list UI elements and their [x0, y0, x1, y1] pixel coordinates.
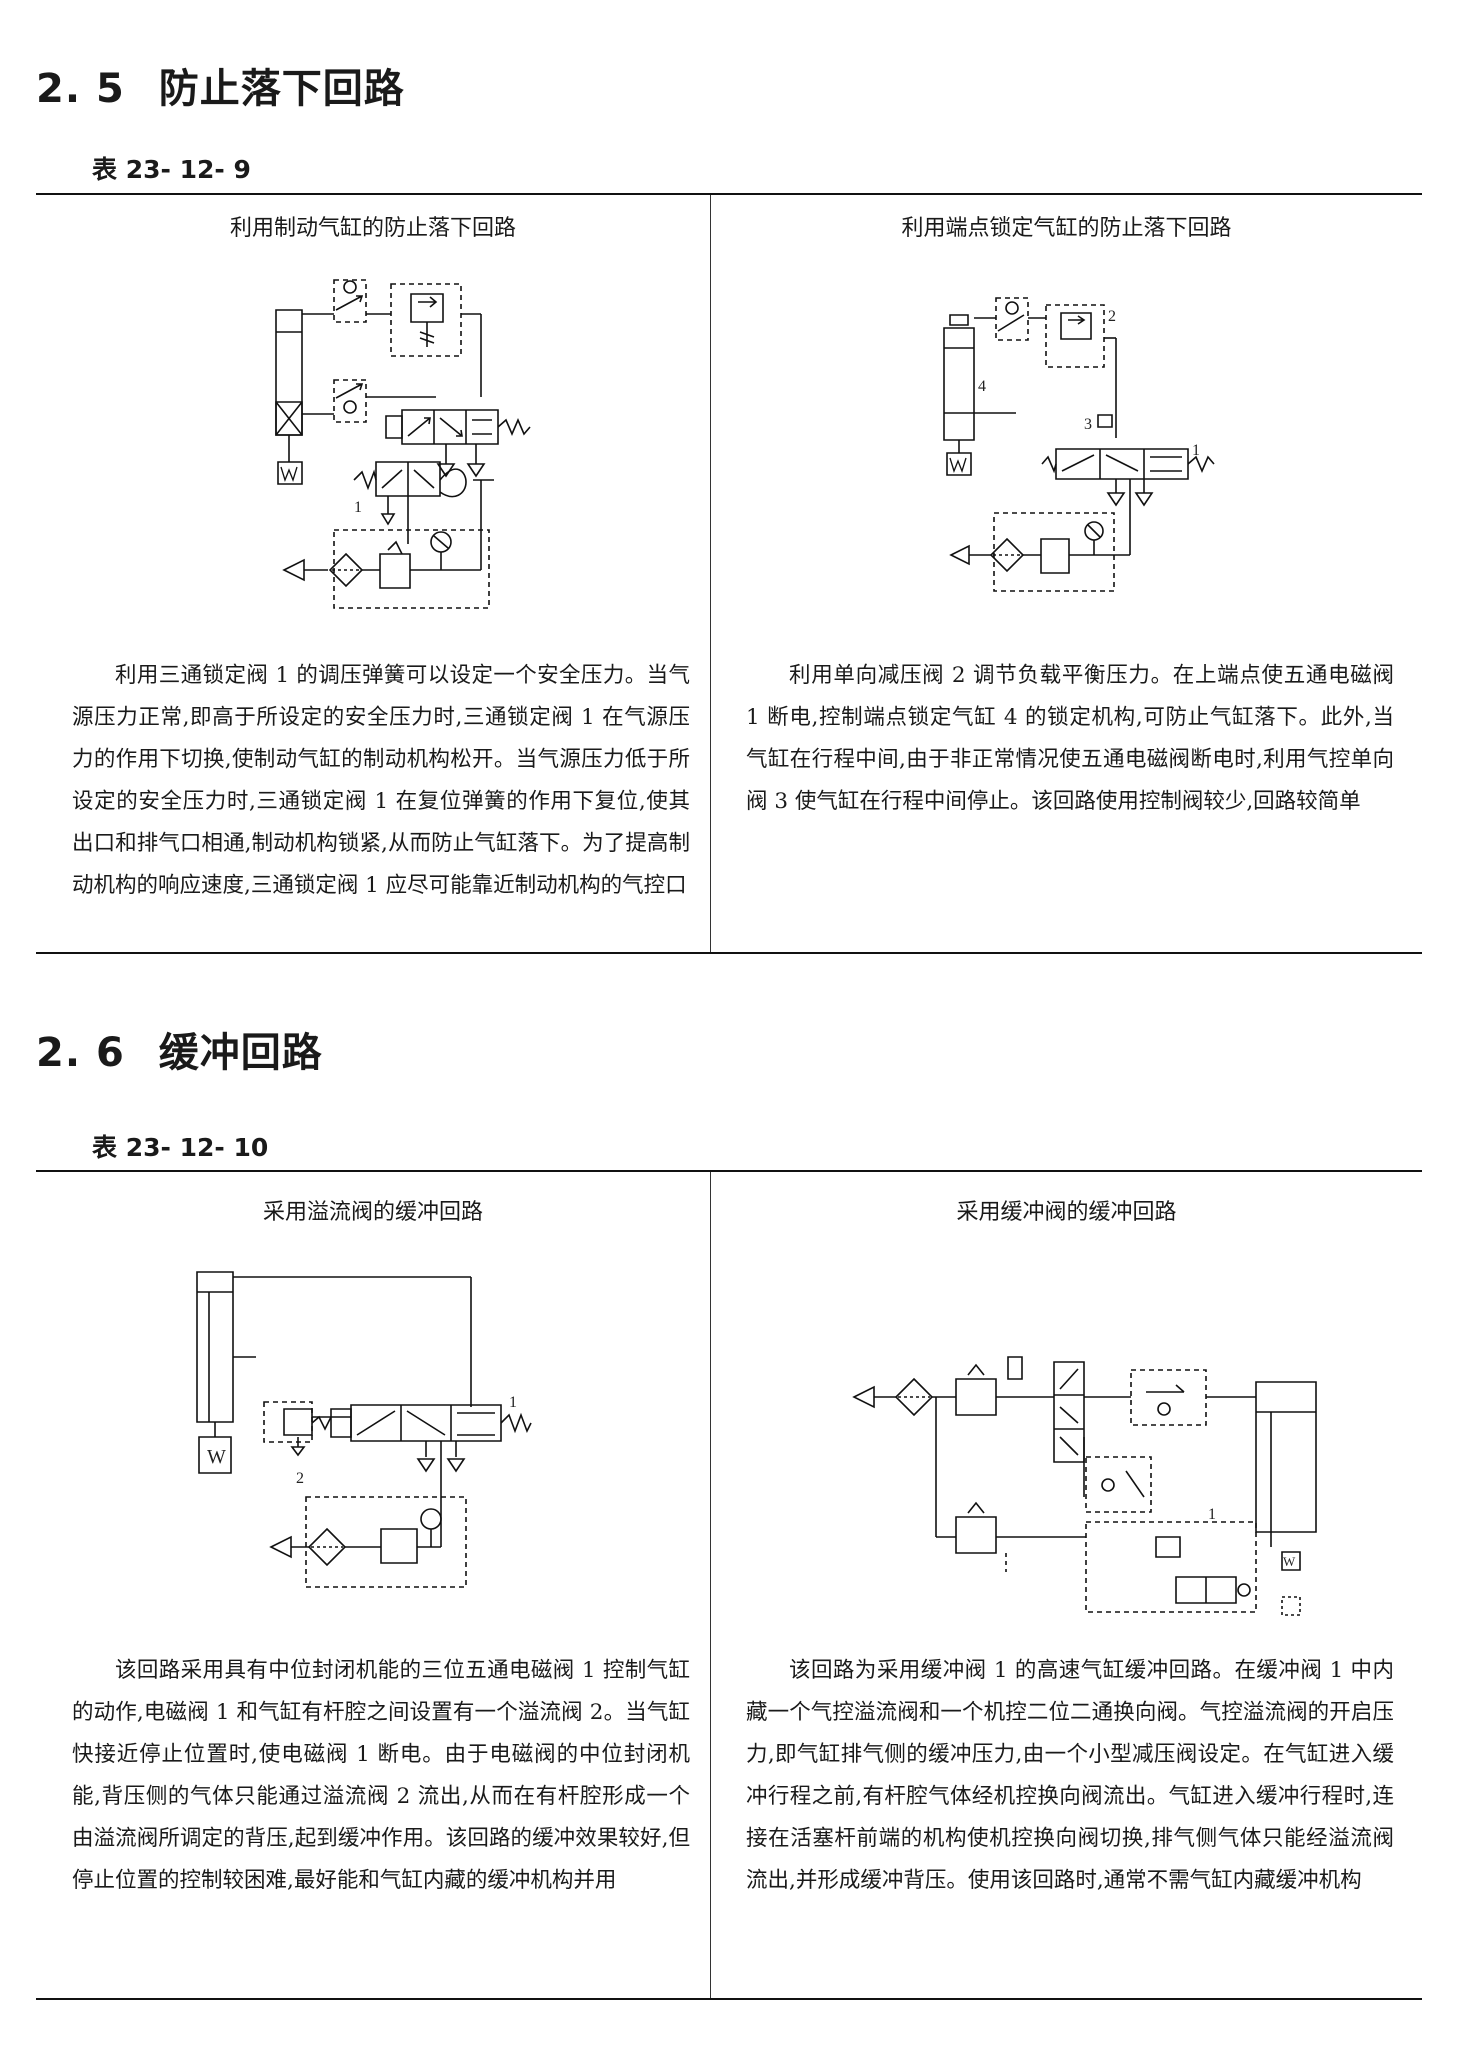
- column-divider: [710, 195, 711, 952]
- diagram-cushion-valve-circuit: 1 W: [846, 1347, 1366, 1637]
- diagram-relief-valve-cushion-circuit: W 2 1: [186, 1267, 606, 1597]
- cell-title-right: 采用缓冲阀的缓冲回路: [956, 1200, 1177, 1225]
- cell-text-left: 该回路采用具有中位封闭机能的三位五通电磁阀 1 控制气缸的动作,电磁阀 1 和气…: [72, 1658, 690, 1893]
- section-heading: 防止落下回路: [158, 66, 405, 112]
- label-valve-1: 1: [354, 499, 362, 516]
- label-valve-2: 2: [1108, 308, 1116, 325]
- table-label: 表 23- 12- 9: [92, 155, 251, 184]
- label-weight: W: [207, 1446, 226, 1468]
- diagram-end-lock-cylinder-circuit: 4 2 3 1: [936, 293, 1256, 603]
- section-title-2-6: 2. 6 缓冲回路: [36, 1020, 323, 1078]
- label-valve-1: 1: [509, 1394, 517, 1411]
- table-label: 表 23- 12- 10: [92, 1133, 269, 1162]
- label-valve-2: 2: [296, 1470, 304, 1487]
- cell-title-right: 利用端点锁定气缸的防止落下回路: [901, 216, 1232, 241]
- section-title-2-5: 2. 5 防止落下回路: [36, 56, 405, 114]
- table-23-12-10: 采用溢流阀的缓冲回路 采用缓冲阀的缓冲回路 W 2 1: [36, 1170, 1422, 2000]
- table-23-12-9: 利用制动气缸的防止落下回路 利用端点锁定气缸的防止落下回路: [36, 193, 1422, 954]
- label-valve-1-right: 1: [1192, 442, 1200, 459]
- cell-text-right: 利用单向减压阀 2 调节负载平衡压力。在上端点使五通电磁阀 1 断电,控制端点锁…: [746, 663, 1394, 814]
- cell-text-right: 该回路为采用缓冲阀 1 的高速气缸缓冲回路。在缓冲阀 1 中内藏一个气控溢流阀和…: [746, 1658, 1394, 1893]
- cell-title-left: 采用溢流阀的缓冲回路: [262, 1200, 483, 1225]
- cell-text-left: 利用三通锁定阀 1 的调压弹簧可以设定一个安全压力。当气源压力正常,即高于所设定…: [72, 663, 690, 898]
- column-divider: [710, 1172, 711, 1998]
- section-heading: 缓冲回路: [158, 1030, 323, 1076]
- section-number: 2. 6: [36, 1030, 125, 1076]
- diagram-brake-cylinder-circuit: 1: [236, 277, 536, 607]
- section-number: 2. 5: [36, 66, 125, 112]
- label-cylinder-4: 4: [978, 378, 986, 395]
- label-valve-3: 3: [1084, 416, 1092, 433]
- label-weight: W: [1283, 1554, 1296, 1569]
- label-valve-1: 1: [1208, 1506, 1216, 1523]
- cell-title-left: 利用制动气缸的防止落下回路: [229, 216, 516, 241]
